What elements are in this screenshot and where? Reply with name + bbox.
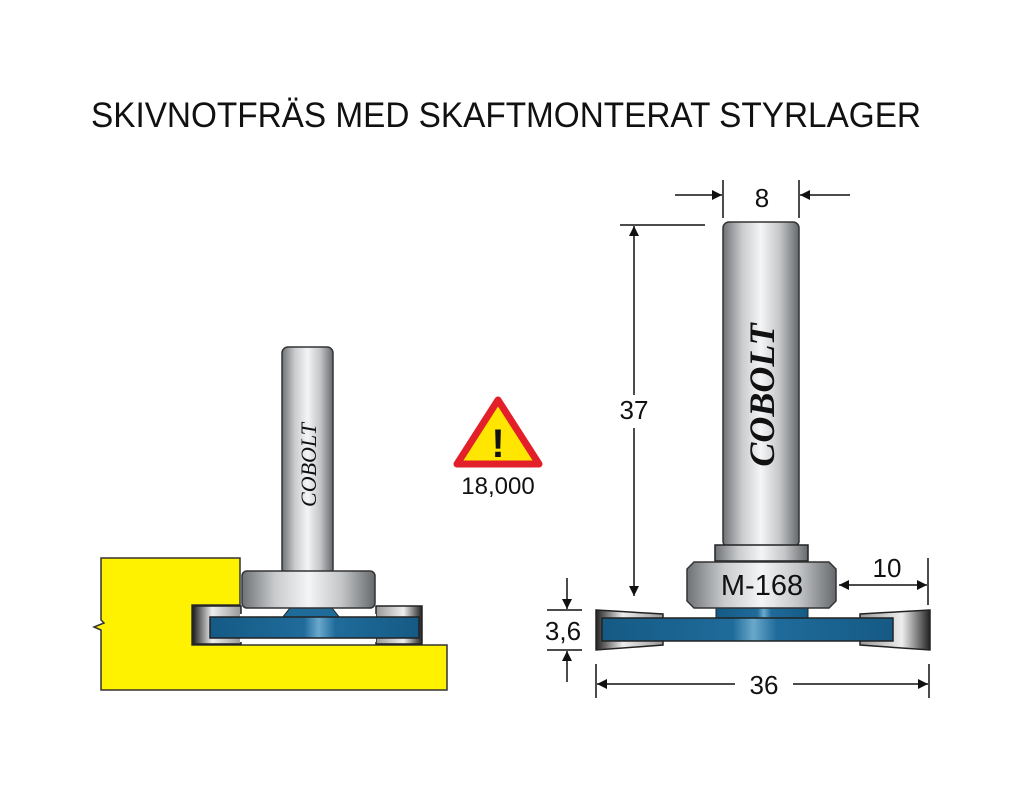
guide-bearing xyxy=(686,561,837,609)
slot-cutter-disc xyxy=(209,616,420,639)
bearing-model-label: M-168 xyxy=(721,570,803,602)
brand-logo: COBOLT xyxy=(742,321,782,466)
cut-thickness-value: 3,6 xyxy=(545,616,581,646)
shank-length-value: 37 xyxy=(620,395,649,425)
cut-depth-dimension xyxy=(839,558,929,605)
guide-bearing xyxy=(241,570,376,609)
exclamation-icon: ! xyxy=(491,422,504,466)
max-rpm-label: 18,000 xyxy=(461,473,534,500)
warning-triangle-icon xyxy=(453,396,543,468)
speed-warning: ! 18,000 xyxy=(453,396,543,500)
cut-thickness-dimension xyxy=(547,578,582,682)
shank-diameter-value: 8 xyxy=(755,183,769,213)
collar xyxy=(714,544,809,562)
shank-diameter-dimension xyxy=(675,180,850,218)
left-diagram-in-use: COBOLT xyxy=(92,346,448,691)
cutter-diameter-dimension xyxy=(595,664,930,698)
brand-logo: COBOLT xyxy=(296,421,321,507)
slot-cutter-disc xyxy=(601,617,894,642)
cutter-diameter-value: 36 xyxy=(750,670,779,700)
shank-length-dimension xyxy=(620,224,705,596)
page-title: SKIVNOTFRÄS MED SKAFTMONTERAT STYRLAGER xyxy=(91,96,921,135)
right-diagram-dimensions: M-168 COBOLT 8 37 10 xyxy=(545,180,931,700)
cut-depth-value: 10 xyxy=(873,553,902,583)
workpiece xyxy=(92,557,448,691)
